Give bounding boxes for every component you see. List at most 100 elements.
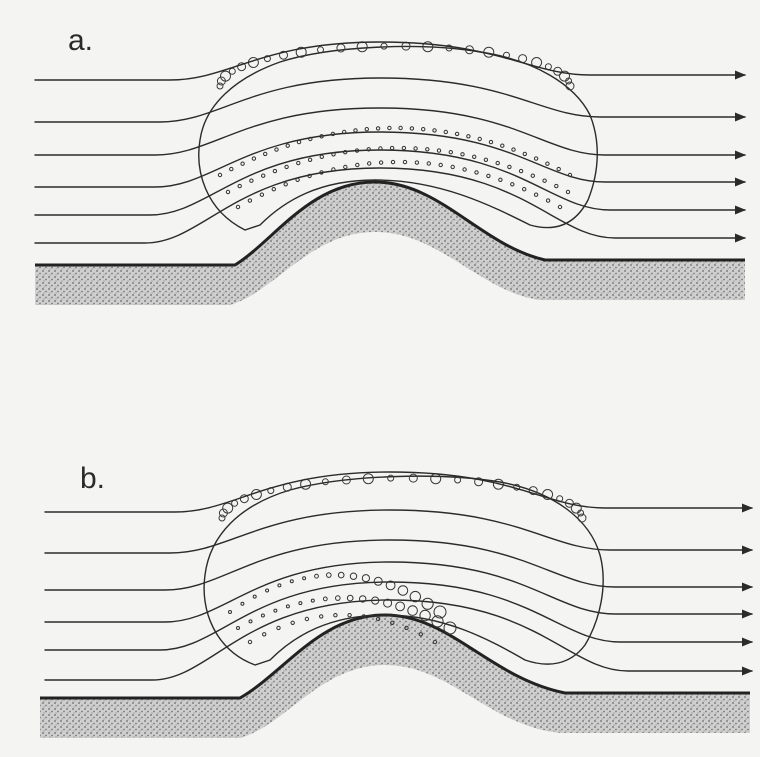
droplet xyxy=(362,575,369,582)
droplet xyxy=(523,188,526,191)
droplet xyxy=(308,158,311,161)
droplet xyxy=(558,205,561,208)
droplet xyxy=(347,595,353,601)
droplet xyxy=(414,147,417,150)
droplet xyxy=(473,155,476,158)
droplet xyxy=(320,615,323,618)
ground-fill xyxy=(40,615,750,738)
droplet xyxy=(546,199,549,202)
droplet xyxy=(388,126,391,129)
droplet xyxy=(284,183,287,186)
droplet xyxy=(499,178,502,181)
cloud-texture xyxy=(217,83,223,89)
droplet xyxy=(303,577,306,580)
droplet xyxy=(403,160,406,163)
droplet xyxy=(230,167,233,170)
droplet xyxy=(327,573,332,578)
droplet xyxy=(350,573,356,579)
droplet xyxy=(334,614,337,617)
droplet xyxy=(451,165,454,168)
droplet xyxy=(263,633,266,636)
droplet xyxy=(297,140,300,143)
droplet xyxy=(390,146,393,149)
droplet xyxy=(248,640,251,643)
droplet xyxy=(566,190,569,193)
droplet xyxy=(290,580,293,583)
droplet xyxy=(273,169,276,172)
droplet xyxy=(286,605,289,608)
droplet xyxy=(484,158,487,161)
droplet xyxy=(557,167,560,170)
cloud-texture xyxy=(381,43,387,49)
droplet xyxy=(356,163,359,166)
droplet xyxy=(415,161,418,164)
droplet xyxy=(262,174,265,177)
droplet xyxy=(487,174,490,177)
droplet xyxy=(512,148,515,151)
panel-b-label: b. xyxy=(80,462,105,495)
droplet xyxy=(511,183,514,186)
cloud-texture xyxy=(388,475,394,481)
droplet xyxy=(531,174,534,177)
droplet xyxy=(286,144,289,147)
streamline-arrow xyxy=(35,132,745,187)
droplet xyxy=(237,627,240,630)
droplet xyxy=(534,193,537,196)
droplet xyxy=(519,169,522,172)
droplet xyxy=(275,148,278,151)
cloud-texture xyxy=(431,474,441,484)
droplet xyxy=(261,614,264,617)
droplet xyxy=(444,130,447,133)
panel-b: b. xyxy=(40,462,752,738)
droplet xyxy=(274,609,277,612)
streamline-arrow xyxy=(35,42,745,80)
droplet xyxy=(374,577,382,585)
droplet xyxy=(489,140,492,143)
droplet xyxy=(365,128,368,131)
droplet xyxy=(543,179,546,182)
droplet xyxy=(344,165,347,168)
droplet xyxy=(218,173,221,176)
droplet xyxy=(249,620,252,623)
droplet xyxy=(379,161,382,164)
ground-b xyxy=(40,615,750,738)
droplet xyxy=(320,155,323,158)
droplet xyxy=(291,621,294,624)
droplet xyxy=(433,129,436,132)
cloud-texture xyxy=(229,68,235,74)
droplet xyxy=(523,152,526,155)
droplet xyxy=(315,574,319,578)
droplet xyxy=(354,129,357,132)
panel-a: a. xyxy=(35,24,745,305)
droplet xyxy=(248,199,251,202)
droplet xyxy=(336,596,341,601)
panel-a-label: a. xyxy=(68,24,93,57)
droplet xyxy=(260,193,263,196)
droplet xyxy=(444,622,456,634)
droplet xyxy=(555,184,558,187)
droplet xyxy=(236,205,239,208)
droplet xyxy=(323,597,327,601)
droplet xyxy=(338,572,344,578)
droplet xyxy=(475,171,478,174)
cloud-texture xyxy=(318,47,324,53)
droplet xyxy=(391,160,394,163)
droplet xyxy=(467,135,470,138)
droplet xyxy=(410,127,413,130)
droplet xyxy=(253,595,256,598)
droplet xyxy=(426,148,429,151)
cloud-texture xyxy=(409,474,417,482)
droplet xyxy=(449,151,452,154)
droplet xyxy=(266,589,269,592)
droplet xyxy=(252,157,255,160)
streamline-arrow xyxy=(35,78,745,122)
droplet xyxy=(297,161,300,164)
droplet xyxy=(478,137,481,140)
droplet xyxy=(508,165,511,168)
droplet xyxy=(427,162,430,165)
cloud-texture xyxy=(357,42,367,52)
droplet xyxy=(534,157,537,160)
droplet xyxy=(277,626,280,629)
droplet xyxy=(311,599,314,602)
